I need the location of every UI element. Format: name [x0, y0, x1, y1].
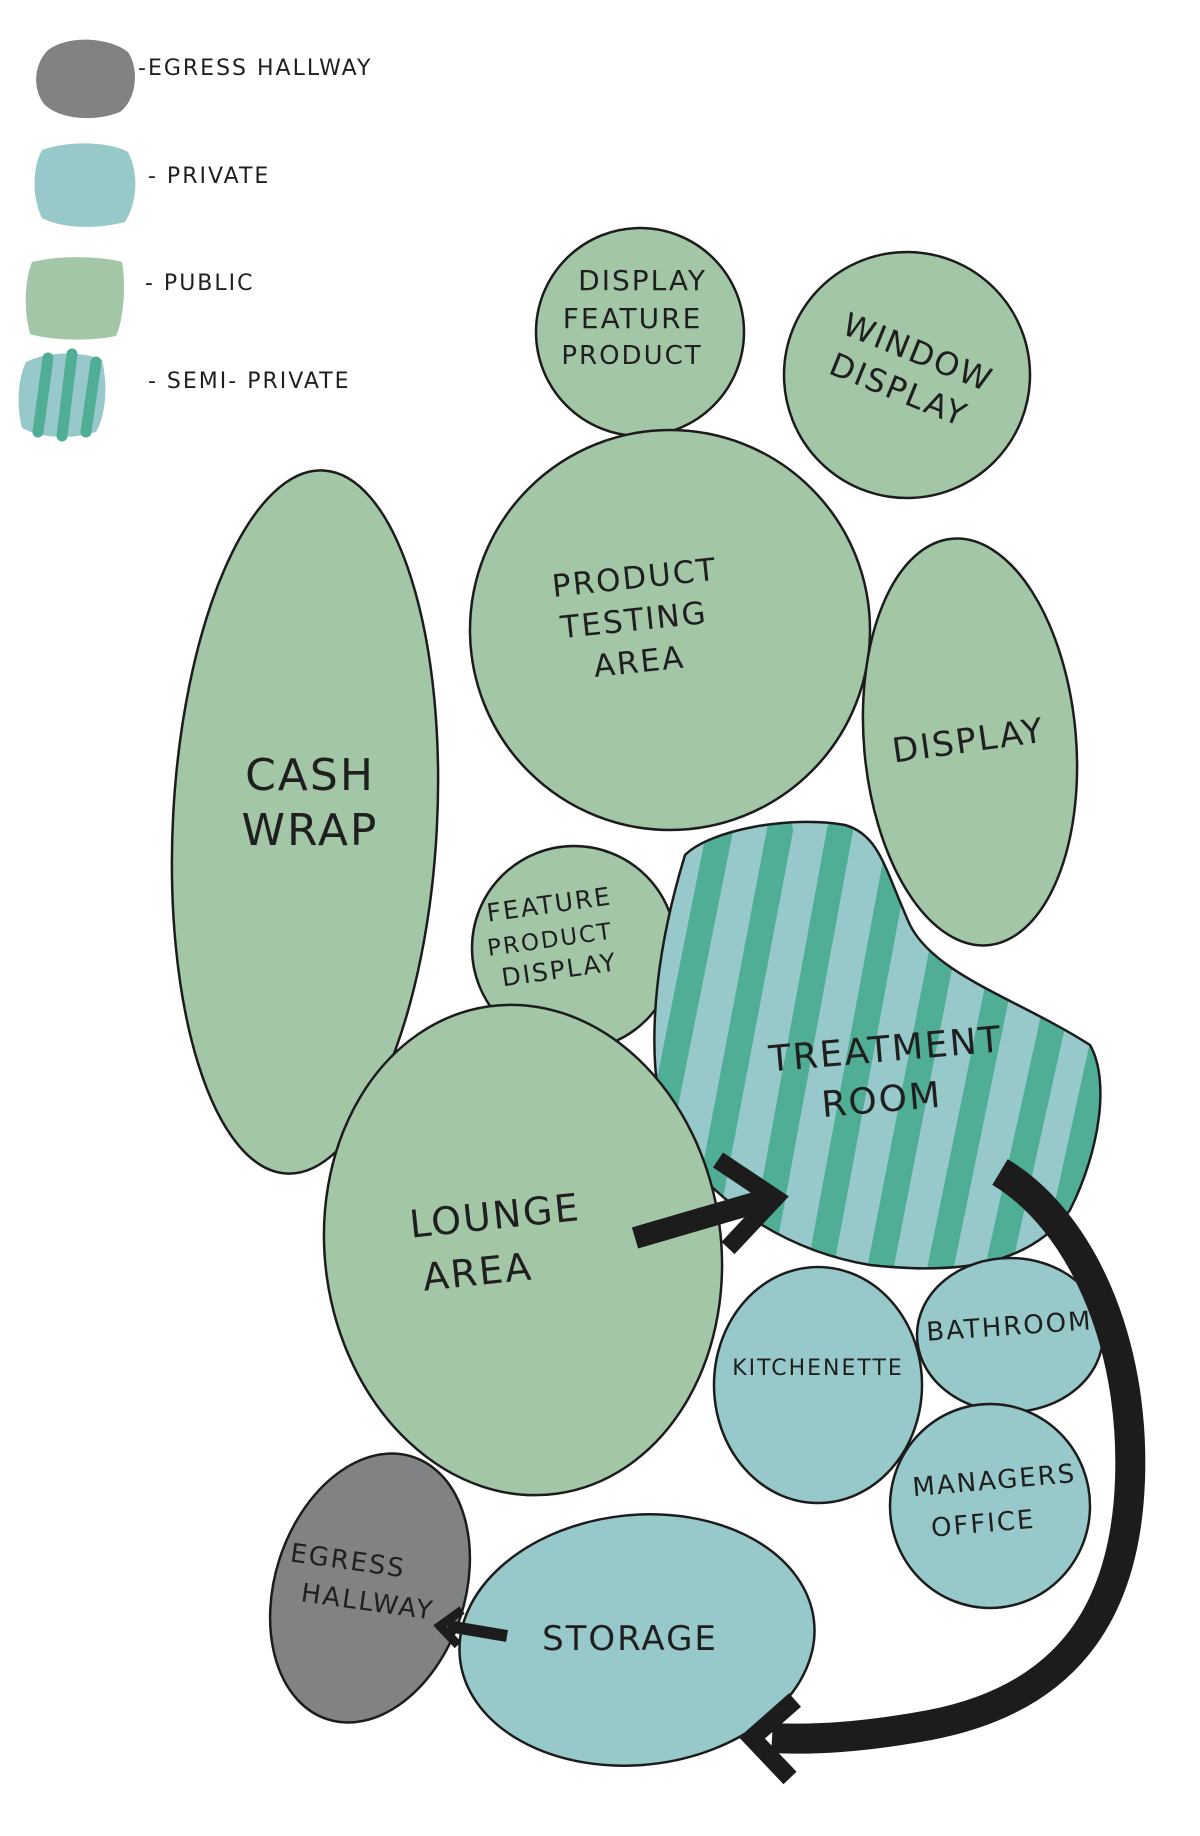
legend: -EGRESS HALLWAY - PRIVATE - PUBLIC - SEM…	[18, 39, 372, 442]
arrow-storage-to-egress	[433, 1606, 509, 1649]
svg-text:CASH WRAP: CASH WRAP	[242, 750, 391, 856]
bubble-display: DISPLAY	[861, 537, 1079, 947]
bubble-lounge-area: LOUNGE AREA	[322, 1003, 724, 1497]
bubble-cash-wrap: CASH WRAP	[170, 469, 440, 1175]
legend-item-private: - PRIVATE	[34, 143, 270, 227]
legend-item-public: - PUBLIC	[25, 257, 255, 340]
legend-label-public: - PUBLIC	[145, 271, 255, 296]
bubble-managers-office: MANAGERS OFFICE	[888, 1402, 1092, 1610]
bubble-kitchenette: KITCHENETTE	[712, 1265, 924, 1505]
room-label-line: CASH	[245, 750, 375, 801]
room-label-line: DISPLAY	[578, 264, 707, 297]
arrow-lounge-to-treatment	[631, 1152, 789, 1255]
treatment-room-stripes	[654, 821, 1101, 1269]
egress-swatch	[36, 39, 135, 119]
bubble-storage: STORAGE	[458, 1513, 816, 1767]
legend-item-semi-private: - SEMI- PRIVATE	[18, 348, 351, 442]
semi-private-swatch-stripes	[32, 348, 102, 442]
legend-label-semi-private: - SEMI- PRIVATE	[148, 369, 351, 394]
bubble-window-display: WINDOW DISPLAY	[782, 250, 1032, 500]
bubble-egress-hallway: EGRESS HALLWAY	[268, 1452, 472, 1724]
legend-label-egress: -EGRESS HALLWAY	[138, 56, 372, 81]
svg-text:DISPLAY FEATURE PR: DISPLAY FEATURE PRODUCT	[561, 264, 718, 371]
public-swatch	[25, 257, 124, 340]
arrow-treatment-to-storage	[739, 1159, 1146, 1785]
bubble-display-feature-product: DISPLAY FEATURE PRODUCT	[534, 226, 746, 438]
bubble-treatment-room: TREATMENT ROOM	[653, 820, 1102, 1270]
bubble-feature-product-display: FEATURE PRODUCT DISPLAY	[470, 844, 678, 1052]
room-label-line: WRAP	[242, 805, 379, 856]
room-label-line: STORAGE	[542, 1619, 718, 1659]
bubble-bathroom: BATHROOM	[915, 1256, 1105, 1414]
legend-label-private: - PRIVATE	[148, 164, 270, 189]
legend-item-egress: -EGRESS HALLWAY	[36, 39, 372, 119]
private-swatch	[34, 143, 136, 227]
bubble-product-testing-area: PRODUCT TESTING AREA	[468, 428, 872, 832]
svg-text:FEATURE PRODUCT DI: FEATURE PRODUCT DISPLAY	[481, 880, 633, 994]
room-label-line: FEATURE	[563, 302, 703, 335]
room-label-line: KITCHENETTE	[732, 1356, 904, 1381]
room-label-line: PRODUCT	[561, 341, 702, 371]
